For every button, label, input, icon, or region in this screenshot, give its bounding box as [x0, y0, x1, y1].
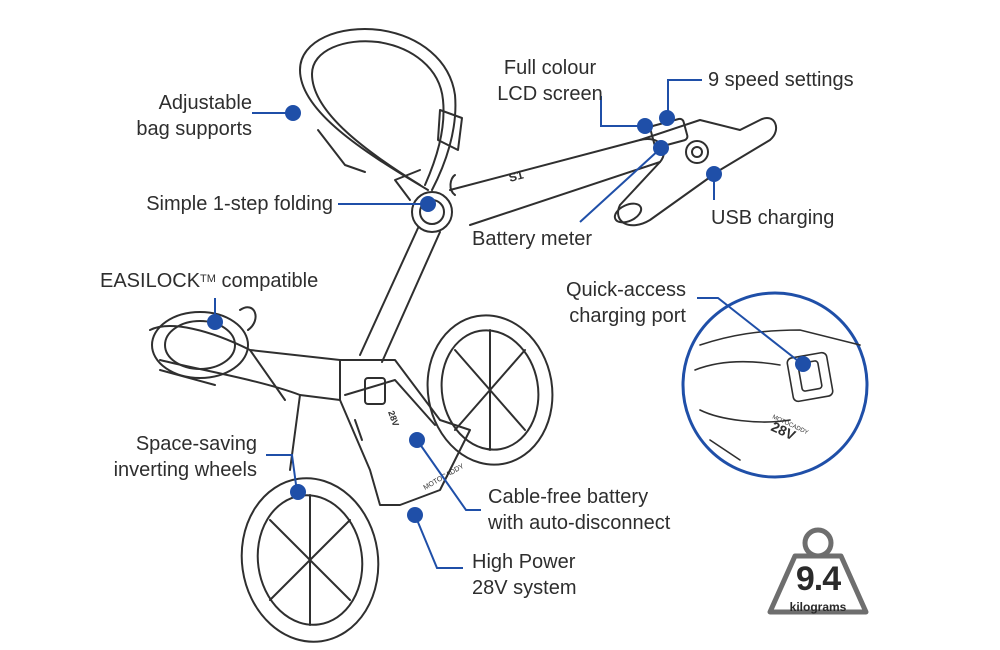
- label-cable-free: Cable-free battery with auto-disconnect: [488, 486, 671, 534]
- dot-cable-free: [409, 432, 425, 448]
- label-lcd: Full colour LCD screen: [497, 57, 603, 105]
- dot-space-saving: [290, 484, 306, 500]
- rear-wheel-left: [240, 477, 380, 643]
- dot-bag-supports: [285, 105, 301, 121]
- dot-high-power: [407, 507, 423, 523]
- front-wheel: [151, 306, 257, 386]
- dot-folding: [420, 196, 436, 212]
- dot-battery-meter: [653, 140, 669, 156]
- dot-charging-port: [795, 356, 811, 372]
- label-space-saving: Space-saving inverting wheels: [113, 433, 257, 481]
- dot-speed: [659, 110, 675, 126]
- weight-unit: kilograms: [789, 600, 847, 614]
- label-folding: Simple 1-step folding: [146, 193, 333, 215]
- handle-logo: S1: [507, 167, 525, 184]
- chassis: [149, 325, 471, 506]
- label-usb: USB charging: [711, 207, 835, 229]
- bag-support-loop: [299, 28, 463, 191]
- label-battery-meter: Battery meter: [472, 228, 593, 250]
- dot-usb: [706, 166, 722, 182]
- dot-lcd: [637, 118, 653, 134]
- label-charging-port: Quick-access charging port: [565, 279, 686, 327]
- label-easilock: EASILOCKTM compatible: [100, 270, 319, 292]
- callout-dots: [207, 105, 811, 523]
- label-bag-supports: Adjustable bag supports: [136, 92, 252, 140]
- down-tube: [359, 227, 441, 363]
- label-speed: 9 speed settings: [708, 69, 854, 91]
- weight-value: 9.4: [795, 560, 841, 598]
- callout-lines: [214, 79, 803, 569]
- rear-wheel-right: [426, 314, 554, 466]
- weight-badge: [767, 527, 869, 615]
- label-high-power: High Power 28V system: [472, 551, 577, 599]
- dot-easilock: [207, 314, 223, 330]
- charging-port-inset: 28V MOTOCADDY: [681, 291, 869, 479]
- battery-voltage-mark: 28V: [386, 409, 401, 427]
